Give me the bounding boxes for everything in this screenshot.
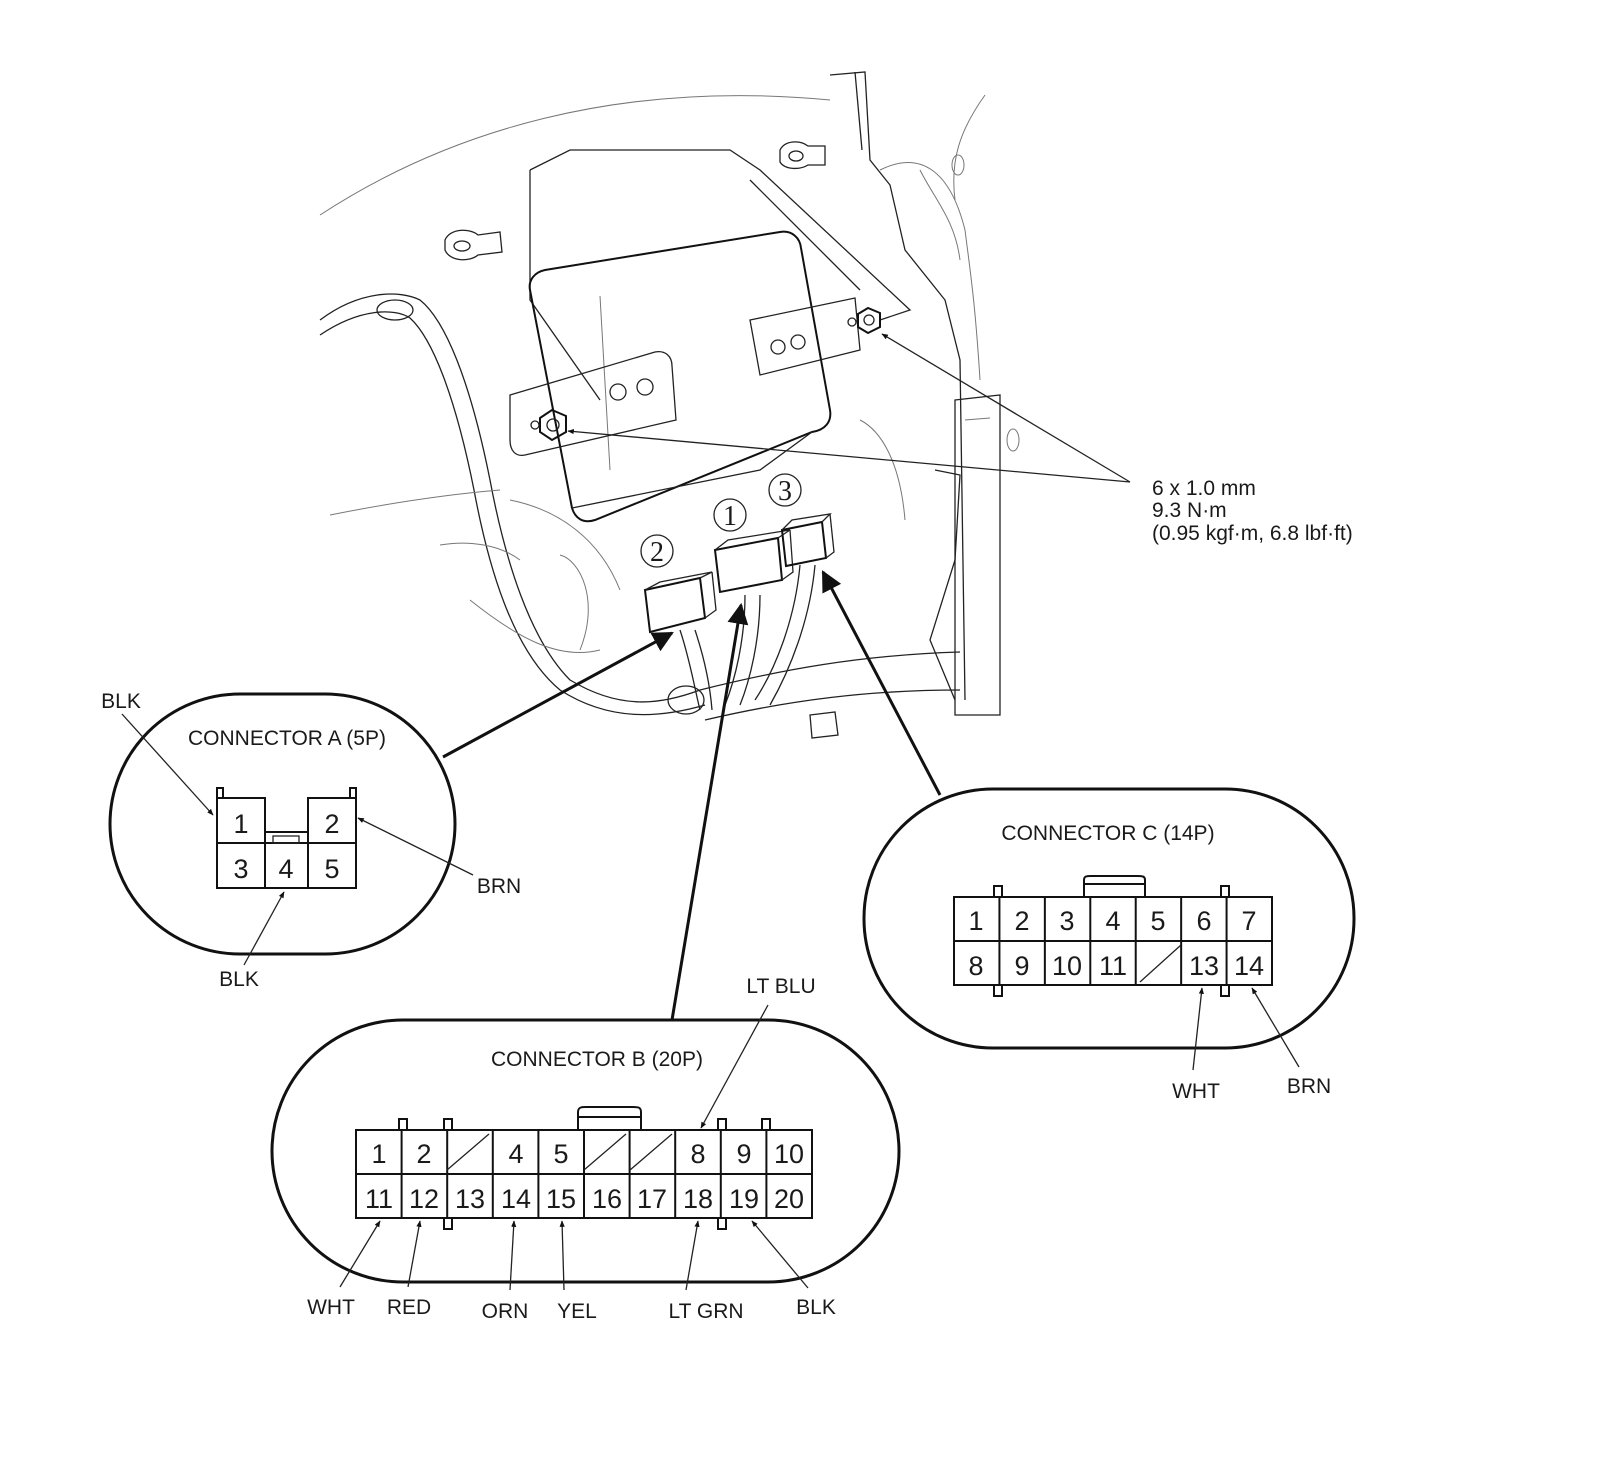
svg-text:3: 3 [778, 476, 792, 507]
connector-b-pin-1: 1 [371, 1139, 386, 1169]
connector-a-pin-3: 3 [233, 854, 248, 884]
svg-text:2: 2 [650, 537, 664, 568]
connector-b-pin-14: 14 [501, 1184, 531, 1214]
connector-b-pin-19: 19 [729, 1184, 759, 1214]
connector-b-pin-20: 20 [774, 1184, 804, 1214]
connector-b-pin-4: 4 [508, 1139, 523, 1169]
connector-c-pin-11: 11 [1099, 951, 1127, 981]
connector-b-pin-5: 5 [553, 1139, 568, 1169]
bolt-leader-right [881, 333, 1131, 483]
connector-c-wire-pin14: BRN [1287, 1075, 1331, 1098]
connector-c-detail: CONNECTOR C (14P) 1 2 3 4 5 6 7 8 9 10 1… [862, 787, 1356, 1103]
connector-c-pin-5: 5 [1150, 906, 1165, 936]
bolt-spec-size: 6 x 1.0 mm [1152, 477, 1256, 500]
connector-b-outline [270, 1018, 901, 1284]
connector-c-outline [862, 787, 1356, 1050]
connector-c-pin-9: 9 [1014, 951, 1029, 981]
right-bolt-icon [847, 306, 881, 335]
connector-c-pin-1: 1 [968, 906, 983, 936]
connector-a-wire-pin1: BLK [101, 690, 141, 713]
connector-c-pin-3: 3 [1059, 906, 1074, 936]
connector-b-pin-2: 2 [416, 1139, 431, 1169]
connector-c-housing [780, 513, 835, 568]
connector-b-pin-9: 9 [736, 1139, 751, 1169]
bolt-spec: 6 x 1.0 mm 9.3 N·m (0.95 kgf·m, 6.8 lbf·… [1152, 477, 1353, 545]
connector-b-wire-pin14: ORN [482, 1300, 529, 1323]
connector-a-pin-5: 5 [324, 854, 339, 884]
callout-3: 3 [768, 473, 802, 507]
connector-b-wire-pin8: LT BLU [746, 975, 815, 998]
leader-connector-a [442, 631, 674, 759]
connector-c-title: CONNECTOR C (14P) [1001, 822, 1214, 845]
connector-b-pin-12: 12 [409, 1184, 439, 1214]
connector-c-pin-10: 10 [1052, 951, 1082, 981]
connector-b-pin-8: 8 [690, 1139, 705, 1169]
connector-b-pin-11: 11 [365, 1184, 393, 1214]
connector-c-pin-4: 4 [1105, 906, 1120, 936]
connector-b-wire-pin12: RED [387, 1296, 431, 1319]
connector-c-pin-7: 7 [1241, 906, 1256, 936]
connector-a-detail: CONNECTOR A (5P) 1 2 3 4 5 BLK BRN BLK [101, 690, 521, 991]
connector-b-pin-17: 17 [637, 1184, 667, 1214]
connector-b-pin-13: 13 [455, 1184, 485, 1214]
connector-c-wire-pin13: WHT [1172, 1080, 1220, 1103]
callout-1: 1 [713, 498, 747, 532]
callout-2: 2 [640, 534, 674, 568]
connector-b-wire-pin11: WHT [307, 1296, 355, 1319]
connector-b-detail: CONNECTOR B (20P) 1 2 4 5 8 9 10 11 12 1… [270, 975, 901, 1323]
connector-c-pin-14: 14 [1234, 951, 1264, 981]
vehicle-illustration [319, 71, 1020, 739]
bolt-spec-torque-alt: (0.95 kgf·m, 6.8 lbf·ft) [1152, 522, 1353, 545]
connector-c-pin-6: 6 [1196, 906, 1211, 936]
connector-a-title: CONNECTOR A (5P) [188, 727, 386, 750]
bolt-spec-torque: 9.3 N·m [1152, 499, 1227, 522]
svg-text:1: 1 [723, 501, 737, 532]
connector-a-outline [108, 692, 457, 956]
connector-b-wire-pin15: YEL [557, 1300, 597, 1323]
connector-b-title: CONNECTOR B (20P) [491, 1048, 703, 1071]
connector-c-pin-13: 13 [1189, 951, 1219, 981]
connector-a-pin-2: 2 [324, 809, 339, 839]
connector-a-wire-pin2: BRN [477, 875, 521, 898]
bolt-leader-left [567, 428, 1131, 483]
connector-b-housing [713, 529, 794, 594]
leader-connector-b [670, 602, 749, 1021]
connector-b-wire-pin19: BLK [796, 1296, 836, 1319]
connector-b-pin-10: 10 [774, 1139, 804, 1169]
connector-a-wire-pin4: BLK [219, 968, 259, 991]
connector-c-pin-2: 2 [1014, 906, 1029, 936]
connector-b-pin-16: 16 [592, 1184, 622, 1214]
connector-a-pin-1: 1 [233, 809, 248, 839]
connector-b-pin-18: 18 [683, 1184, 713, 1214]
connector-a-pin-4: 4 [278, 854, 293, 884]
connector-b-pin-15: 15 [546, 1184, 576, 1214]
leader-connector-c [821, 570, 942, 796]
connector-b-wire-pin18: LT GRN [668, 1300, 743, 1323]
connector-c-pin-8: 8 [968, 951, 983, 981]
connector-a-housing [643, 571, 717, 634]
left-bolt-icon [530, 408, 567, 442]
